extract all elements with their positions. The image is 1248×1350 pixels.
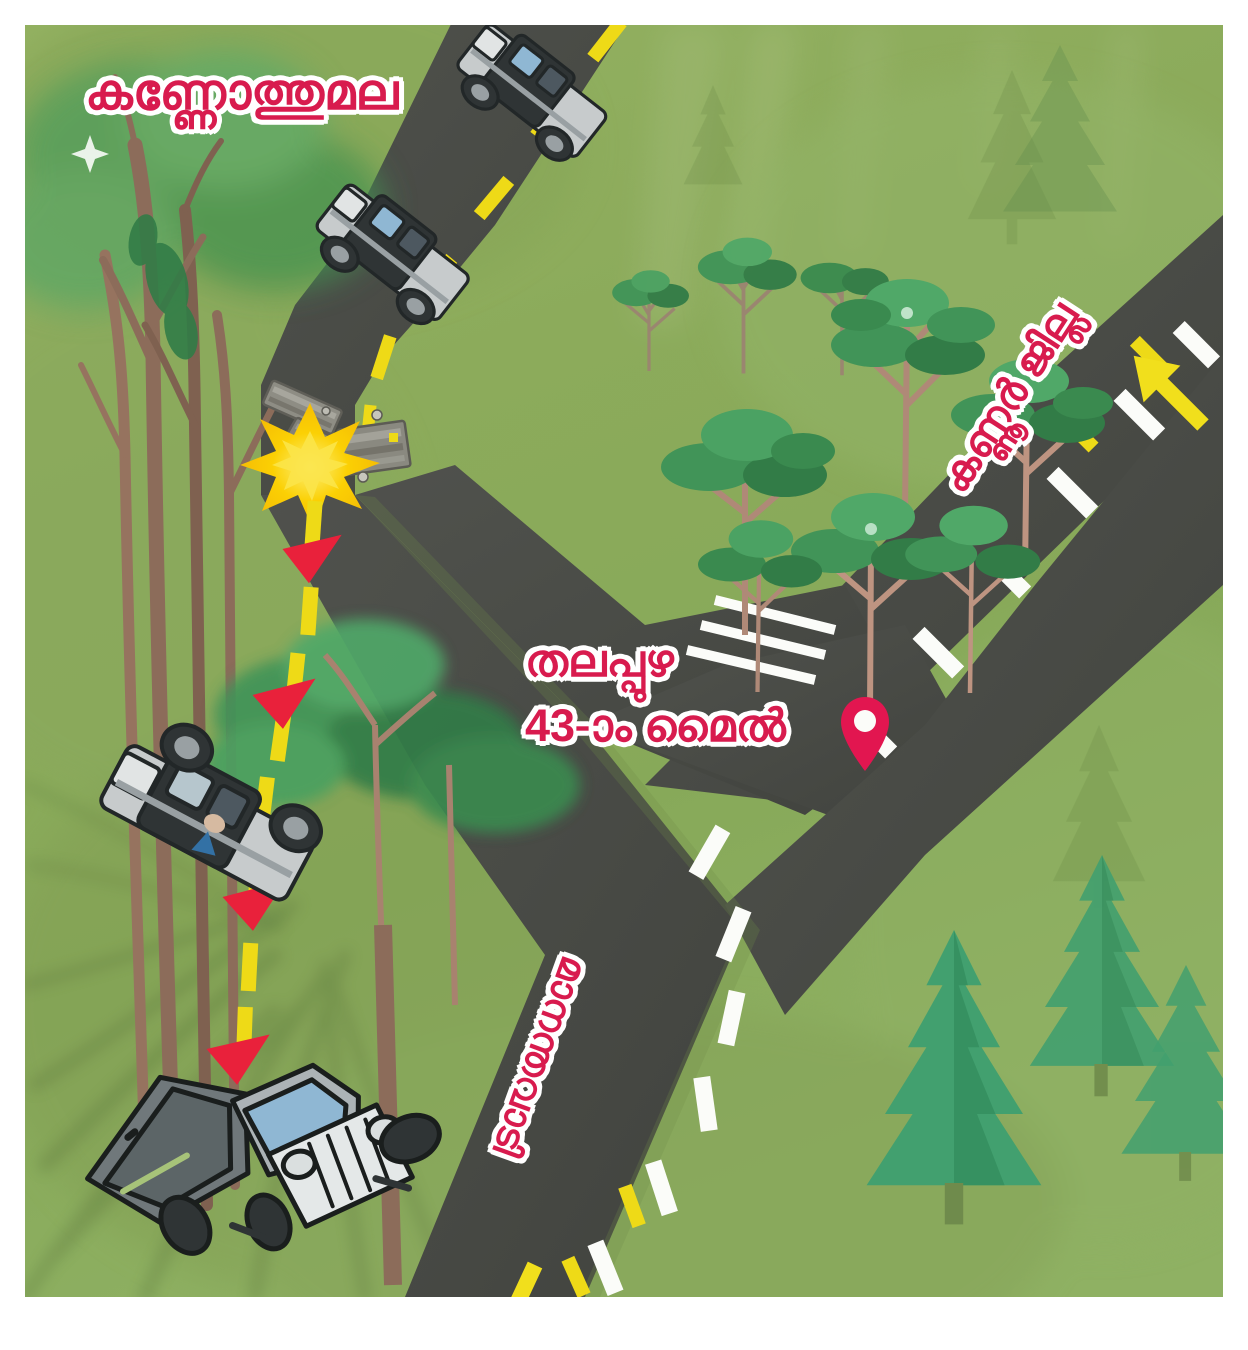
forest-deciduous-cluster [612,237,1113,716]
jeep-wreck [85,1062,442,1256]
sparkle-icon [71,135,109,173]
arrow-to-mananthavady [486,1261,543,1297]
map-scene-svg [25,25,1223,1297]
crash-impact-burst [240,403,380,531]
jeep-tumbling [99,722,323,902]
place-label-thalappuzha: തലപ്പുഴ [525,635,674,686]
conifer-top-right [1003,45,1117,212]
location-pin [841,697,889,771]
mananthavady-road-white-dashes [587,824,752,1297]
milestone-label-43rd-mile: 43-ാം മൈൽ [525,700,786,751]
conifer-trees [866,45,1223,1225]
map-illustration-canvas: കണ്ണോത്തുമല തലപ്പുഴ 43-ാം മൈൽ കണ്ണൂർ ജില… [25,25,1223,1297]
junction-guide-stripes [685,595,837,685]
conifer-front [866,930,1042,1225]
front-tall-trunk [374,924,402,1286]
arrow-to-kannur [1133,355,1209,431]
mananthavady-road-yellow-dashes [561,1183,646,1297]
jeep-lower [315,183,470,326]
conifer-right [1121,965,1223,1181]
jeep-upper [456,25,608,162]
conifer-back [1029,855,1175,1097]
crash-site [240,379,412,531]
road-kannur-lower-edge [725,355,1223,1015]
page-title-kannothumala: കണ്ണോത്തുമല [85,64,399,120]
direction-arrows [486,355,1209,1297]
